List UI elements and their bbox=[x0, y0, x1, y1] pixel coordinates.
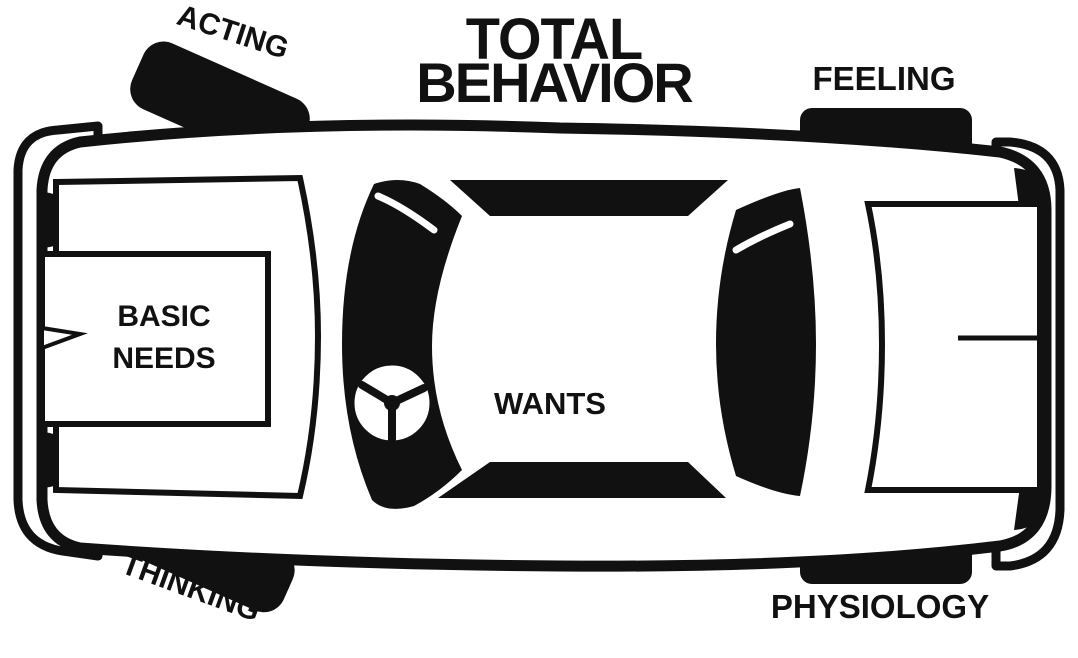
feeling-label: FEELING bbox=[812, 60, 955, 97]
physiology-label: PHYSIOLOGY bbox=[771, 588, 989, 625]
wants-label: WANTS bbox=[494, 386, 606, 421]
hood: BASIC NEEDS bbox=[42, 178, 318, 496]
diagram-title: TOTAL BEHAVIOR bbox=[416, 7, 693, 114]
title-line2: BEHAVIOR bbox=[416, 51, 693, 114]
trunk-panel bbox=[868, 204, 1040, 490]
basic-needs-label-line1: BASIC bbox=[117, 300, 210, 333]
top-side-window bbox=[450, 180, 728, 216]
trunk bbox=[868, 204, 1040, 490]
engine-box bbox=[42, 254, 268, 424]
steering-wheel-icon bbox=[352, 363, 432, 443]
basic-needs-label-line2: NEEDS bbox=[112, 342, 215, 375]
